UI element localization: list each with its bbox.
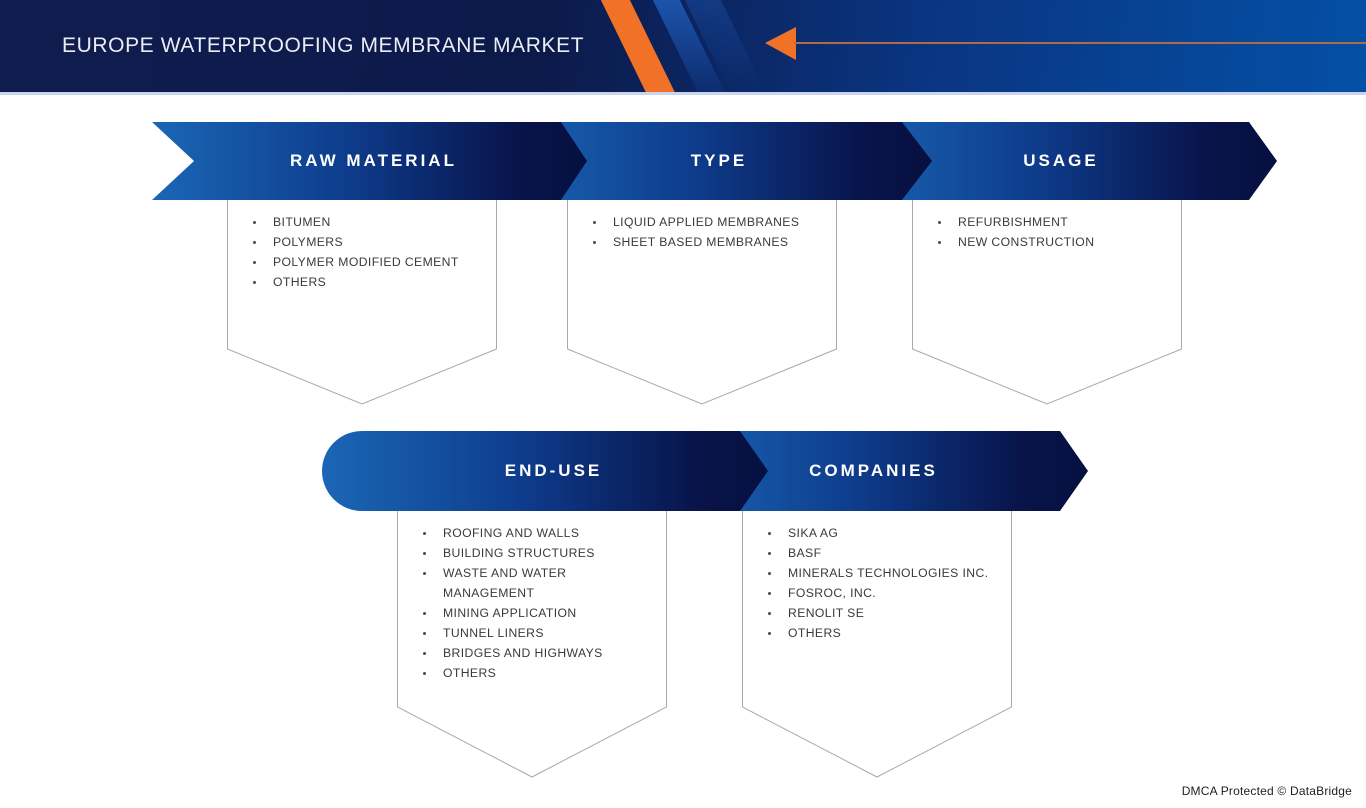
list-item: LIQUID APPLIED MEMBRANES [589, 212, 831, 232]
list-item-label: POLYMERS [273, 235, 344, 249]
list-item-label: LIQUID APPLIED MEMBRANES [613, 215, 800, 229]
list-item-label: MINERALS TECHNOLOGIES INC. [788, 566, 989, 580]
bullet-icon [253, 221, 256, 224]
list-item-label: REFURBISHMENT [958, 215, 1069, 229]
list-item-label: BITUMEN [273, 215, 331, 229]
header-underline [0, 92, 1366, 95]
segment-banner-label: RAW MATERIAL [290, 151, 457, 170]
list-item: MINERALS TECHNOLOGIES INC. [764, 563, 1006, 583]
segment-banner-end-use: END-USE [322, 431, 768, 511]
list-item: BUILDING STRUCTURES [419, 543, 661, 563]
list-item-label: SIKA AG [788, 526, 839, 540]
pennant-outline [397, 510, 667, 778]
pennant-outline [742, 510, 1012, 778]
pennant-outline [912, 199, 1182, 405]
header-bar: EUROPE WATERPROOFING MEMBRANE MARKET [0, 0, 1366, 92]
list-item-label: BASF [788, 546, 822, 560]
bullet-icon [768, 572, 771, 575]
list-item-label: ROOFING AND WALLS [443, 526, 580, 540]
pennant-end-use: ROOFING AND WALLS BUILDING STRUCTURES WA… [397, 510, 667, 778]
bullet-icon [423, 672, 426, 675]
list-item: SHEET BASED MEMBRANES [589, 232, 831, 252]
list-item: ROOFING AND WALLS [419, 523, 661, 543]
list-item-label: OTHERS [788, 626, 842, 640]
pennant-usage: REFURBISHMENT NEW CONSTRUCTION [912, 199, 1182, 405]
list-item-label: TUNNEL LINERS [443, 626, 544, 640]
list-item-label: OTHERS [443, 666, 497, 680]
list-item-label: WASTE AND WATER MANAGEMENT [443, 566, 567, 600]
list-item: TUNNEL LINERS [419, 623, 661, 643]
list-item-label: POLYMER MODIFIED CEMENT [273, 255, 459, 269]
bullet-icon [768, 612, 771, 615]
pennant-companies: SIKA AG BASF MINERALS TECHNOLOGIES INC. … [742, 510, 1012, 778]
list-item: BITUMEN [249, 212, 491, 232]
raw-material-list: BITUMEN POLYMERS POLYMER MODIFIED CEMENT… [227, 199, 497, 292]
bullet-icon [593, 221, 596, 224]
list-item-label: FOSROC, INC. [788, 586, 877, 600]
usage-list: REFURBISHMENT NEW CONSTRUCTION [912, 199, 1182, 252]
list-item: POLYMERS [249, 232, 491, 252]
list-item-label: MINING APPLICATION [443, 606, 577, 620]
segment-banner-label: COMPANIES [809, 461, 938, 480]
list-item: RENOLIT SE [764, 603, 1006, 623]
segment-banner-label: USAGE [1023, 151, 1099, 170]
segment-banner-label: TYPE [690, 151, 748, 170]
list-item: SIKA AG [764, 523, 1006, 543]
bullet-icon [768, 552, 771, 555]
page-title: EUROPE WATERPROOFING MEMBRANE MARKET [62, 34, 585, 57]
bullet-icon [423, 572, 426, 575]
end-use-list: ROOFING AND WALLS BUILDING STRUCTURES WA… [397, 510, 667, 683]
bullet-icon [768, 592, 771, 595]
bullet-icon [423, 612, 426, 615]
bullet-icon [938, 221, 941, 224]
list-item: WASTE AND WATER MANAGEMENT [419, 563, 661, 603]
list-item-label: SHEET BASED MEMBRANES [613, 235, 789, 249]
dmca-notice: DMCA Protected © DataBridge [1181, 784, 1352, 798]
bullet-icon [768, 632, 771, 635]
companies-list: SIKA AG BASF MINERALS TECHNOLOGIES INC. … [742, 510, 1012, 643]
bullet-icon [423, 632, 426, 635]
list-item-label: BUILDING STRUCTURES [443, 546, 595, 560]
list-item: MINING APPLICATION [419, 603, 661, 623]
left-arrow-icon [765, 27, 796, 60]
type-list: LIQUID APPLIED MEMBRANES SHEET BASED MEM… [567, 199, 837, 252]
bullet-icon [768, 532, 771, 535]
list-item: REFURBISHMENT [934, 212, 1176, 232]
list-item: OTHERS [249, 272, 491, 292]
segment-banner-label: END-USE [504, 461, 603, 480]
list-item-label: RENOLIT SE [788, 606, 865, 620]
list-item: FOSROC, INC. [764, 583, 1006, 603]
bullet-icon [253, 261, 256, 264]
list-item: BASF [764, 543, 1006, 563]
list-item: BRIDGES AND HIGHWAYS [419, 643, 661, 663]
bullet-icon [423, 552, 426, 555]
bullet-icon [253, 241, 256, 244]
list-item: OTHERS [764, 623, 1006, 643]
list-item: OTHERS [419, 663, 661, 683]
list-item-label: OTHERS [273, 275, 327, 289]
pennant-outline [227, 199, 497, 405]
pennant-type: LIQUID APPLIED MEMBRANES SHEET BASED MEM… [567, 199, 837, 405]
bullet-icon [938, 241, 941, 244]
list-item-label: BRIDGES AND HIGHWAYS [443, 646, 603, 660]
pennant-outline [567, 199, 837, 405]
bullet-icon [423, 532, 426, 535]
arrow-line [794, 42, 1366, 44]
bullet-icon [593, 241, 596, 244]
list-item: NEW CONSTRUCTION [934, 232, 1176, 252]
bullet-icon [423, 652, 426, 655]
bullet-icon [253, 281, 256, 284]
pennant-raw-material: BITUMEN POLYMERS POLYMER MODIFIED CEMENT… [227, 199, 497, 405]
list-item: POLYMER MODIFIED CEMENT [249, 252, 491, 272]
list-item-label: NEW CONSTRUCTION [958, 235, 1095, 249]
segment-banner-raw-material: RAW MATERIAL [152, 122, 587, 200]
